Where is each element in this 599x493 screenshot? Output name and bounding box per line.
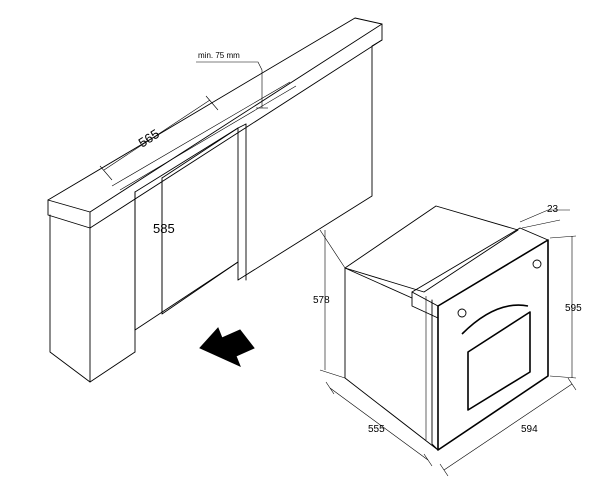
dim-565-line	[103, 99, 211, 171]
dim-75-leader	[196, 61, 263, 108]
dim-595-ext	[549, 235, 577, 379]
dim-555-label: 555	[368, 424, 385, 435]
dim-595-label: 595	[565, 303, 582, 314]
oven-left-body	[344, 267, 439, 451]
dim-578-label: 578	[313, 295, 330, 306]
countertop-front	[47, 199, 91, 229]
dim-594-ticks	[439, 377, 577, 477]
cabinet	[47, 17, 383, 383]
dim-585-label: 585	[153, 221, 175, 236]
oven-top	[344, 205, 519, 293]
niche-top-back	[161, 127, 239, 179]
oven-top-front-edge	[344, 267, 413, 299]
dim-594-line	[443, 383, 573, 471]
oven-handle	[461, 304, 529, 335]
oven-panel-front	[411, 291, 439, 319]
dim-578-ext	[319, 229, 346, 379]
dim-555-line	[329, 387, 429, 461]
dim-75-label: min. 75 mm	[198, 51, 240, 60]
oven	[344, 205, 549, 451]
oven-door-edge	[431, 299, 439, 451]
niche-corner	[237, 123, 247, 129]
dim-565-ticks	[99, 95, 219, 181]
dim-555-ticks	[325, 381, 433, 467]
insert-direction-arrow-icon	[199, 327, 255, 367]
cabinet-right-panel	[237, 39, 383, 281]
left-column-base	[49, 214, 136, 383]
oven-door	[437, 239, 549, 451]
arrow-shape	[199, 327, 255, 367]
rail-line	[111, 81, 291, 187]
cabinet-dimensions: 565 585 min. 75 mm	[99, 51, 268, 312]
dim-23-leader	[519, 209, 570, 223]
dim-23-line	[521, 219, 561, 229]
oven-window	[467, 311, 531, 411]
dim-23-label: 23	[547, 204, 559, 215]
dim-594-label: 594	[521, 424, 538, 435]
niche-back	[161, 177, 239, 315]
rail-line-2	[119, 85, 297, 191]
countertop-top	[47, 17, 383, 213]
oven-control-panel	[411, 227, 549, 307]
oven-knob-left-icon	[457, 308, 467, 318]
oven-knob-right-icon	[532, 259, 542, 269]
oven-dimensions: 578 555 594 595 23	[313, 204, 582, 477]
